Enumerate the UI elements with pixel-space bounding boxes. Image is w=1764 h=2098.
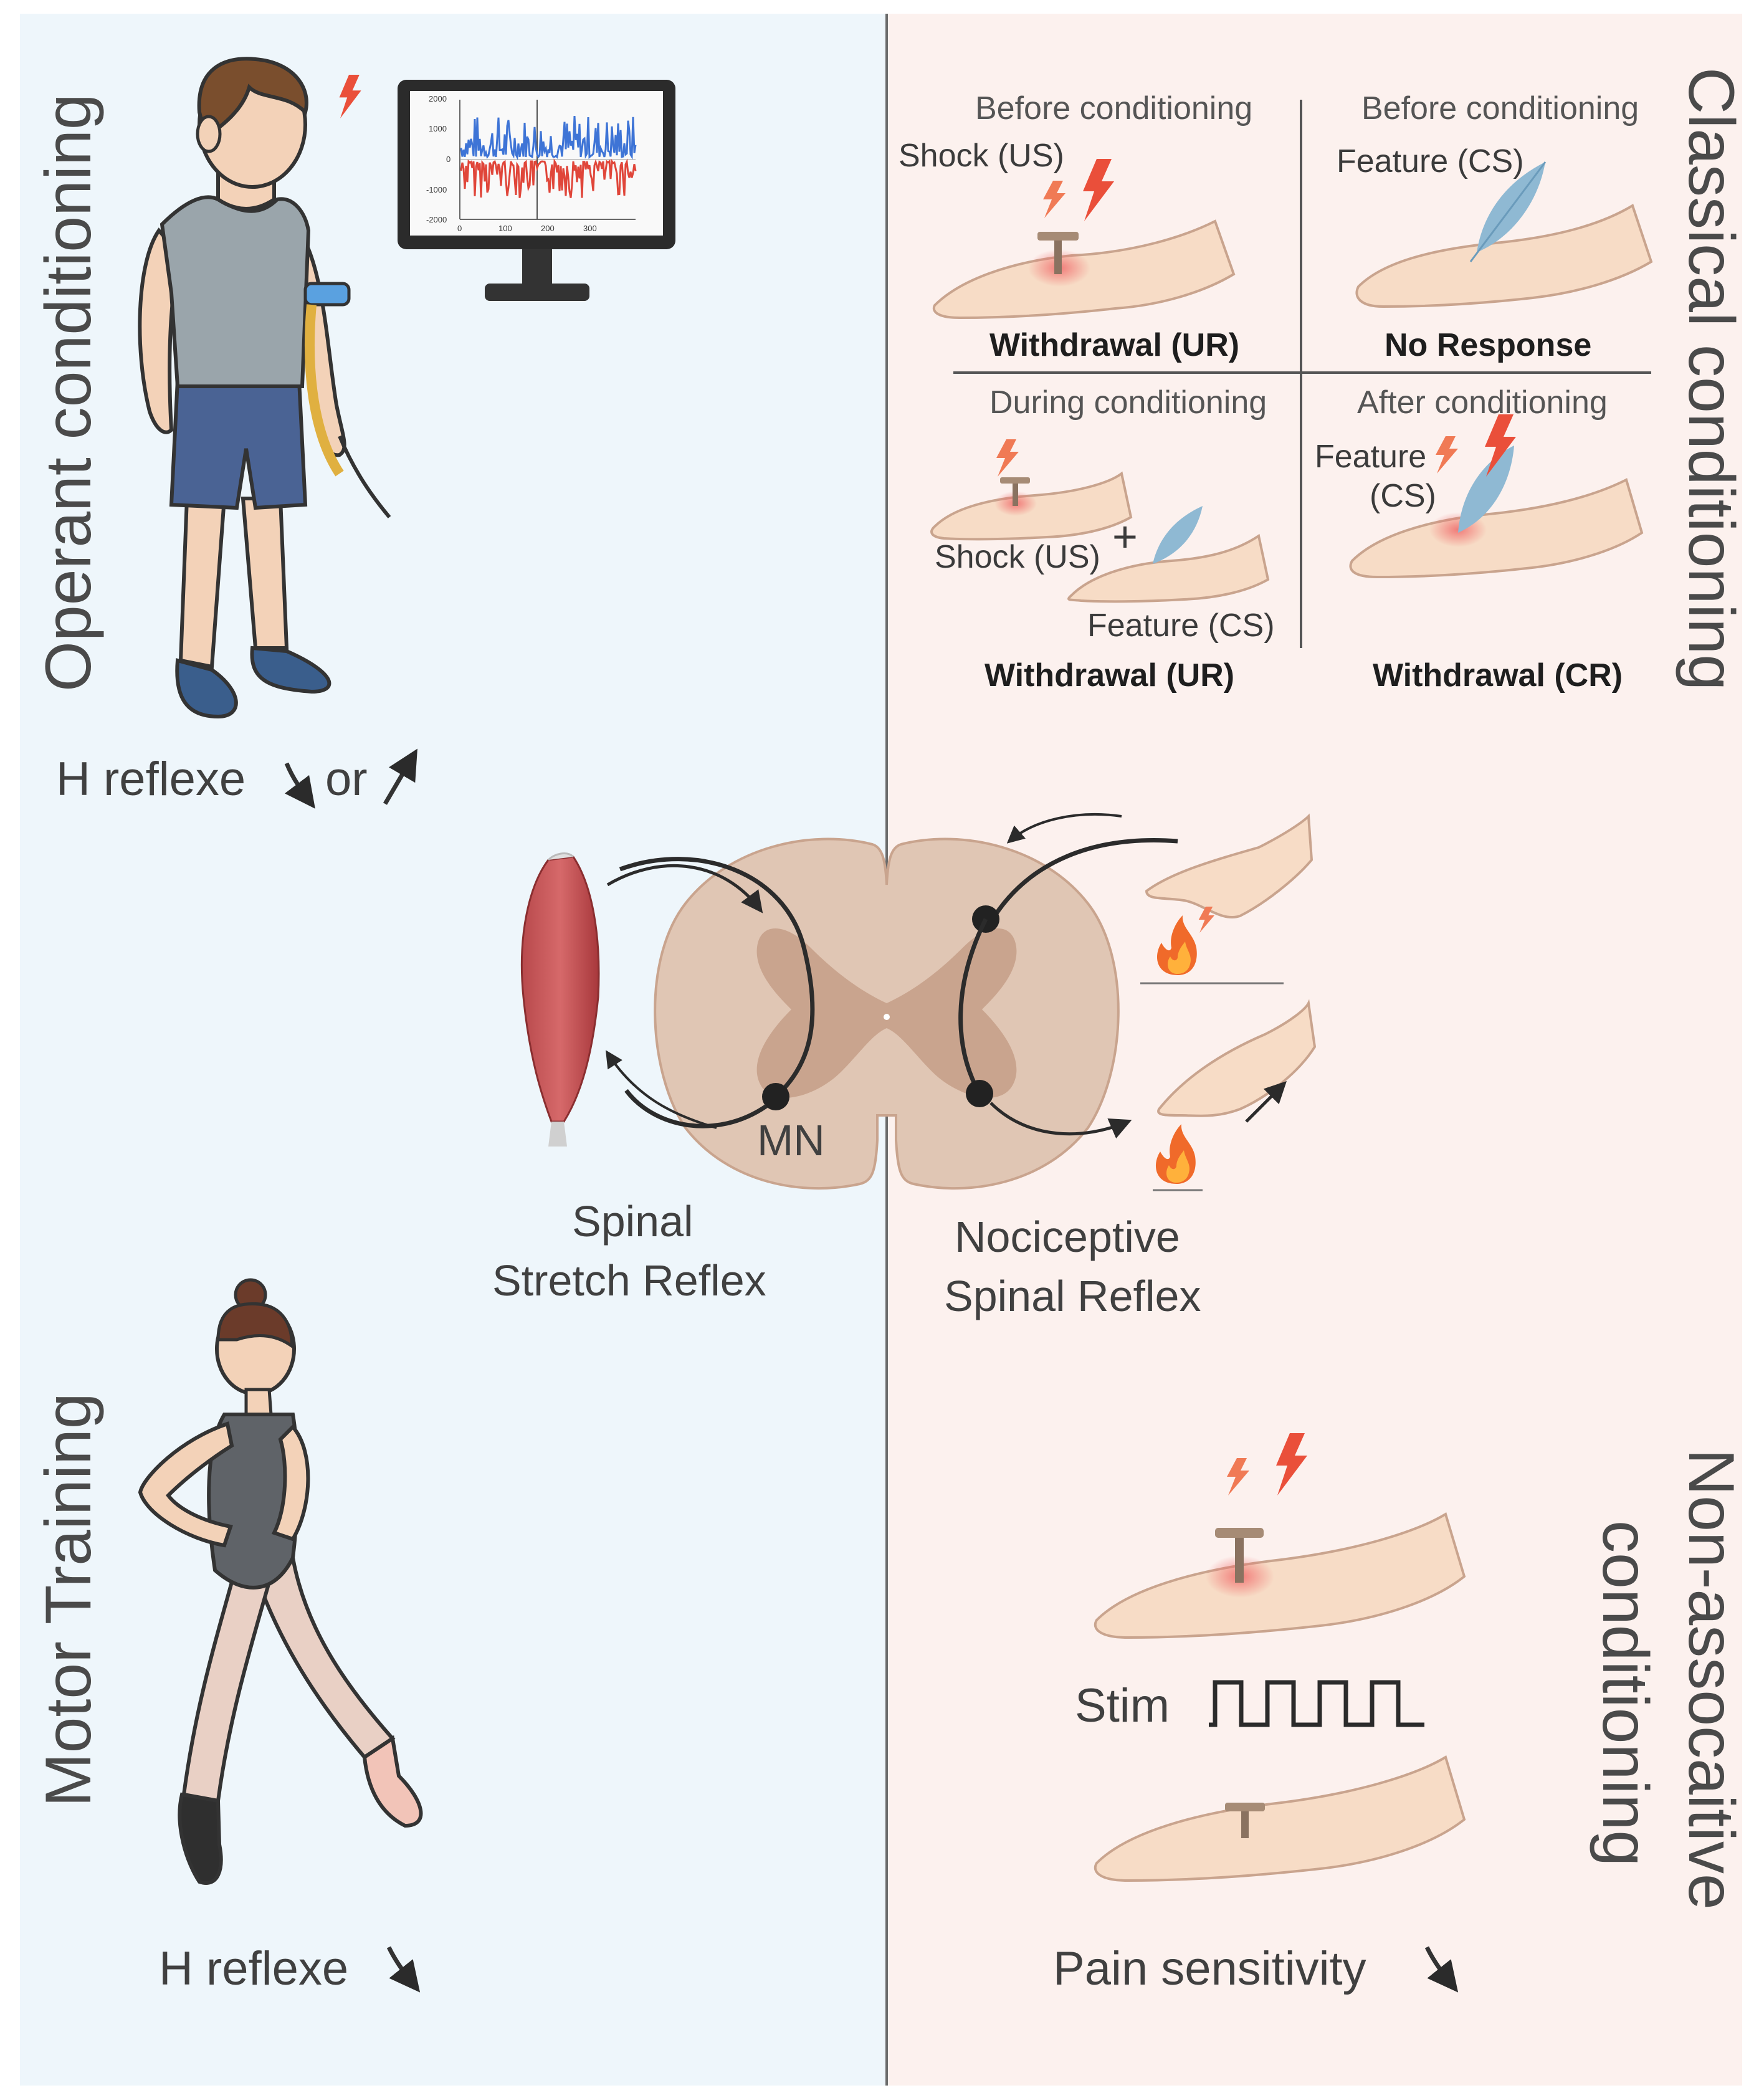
pain-sensitivity-label: Pain sensitivity [1053, 1942, 1366, 1995]
q4-phase-label: After conditioning [1357, 384, 1608, 421]
q2-hand-feather-icon [1355, 161, 1653, 308]
stim-hand-nail-icon [1094, 1433, 1466, 1639]
monitor-y-tick: -1000 [426, 185, 447, 194]
emg-trace-blue [460, 116, 637, 161]
nociceptive-reflex-pathway [958, 813, 1178, 1139]
q3-plus-sign: + [1112, 512, 1138, 561]
stim-waveform [1209, 1680, 1424, 1727]
q3-stimulus2-label: Feature (CS) [1087, 608, 1275, 644]
hand-withdrawn-icon [1153, 999, 1317, 1191]
monitor-y-tick: -2000 [426, 215, 447, 224]
operant-result-connector: or [325, 753, 368, 806]
q3-response-label: Withdrawal (UR) [985, 657, 1235, 694]
down-arrow-icon [1424, 1946, 1459, 1993]
q4-stimulus-label-2: (CS) [1370, 478, 1436, 514]
stretch-reflex-pathway [605, 857, 815, 1129]
q2-stimulus-label: Feature (CS) [1337, 143, 1524, 179]
section-label-non-assoc-2: conditioning [1589, 1520, 1661, 1867]
monitor-y-tick: 0 [446, 155, 451, 164]
motor-result-label: H reflexe [159, 1942, 349, 1995]
nociceptive-reflex-label-1: Nociceptive [955, 1213, 1180, 1261]
q3-hands-icon [930, 439, 1270, 603]
monitor-y-tick: 1000 [429, 124, 447, 133]
q2-phase-label: Before conditioning [1361, 90, 1639, 126]
hand-over-fire-icon [1140, 813, 1313, 985]
monitor-x-tick: 200 [541, 224, 555, 233]
q3-phase-label: During conditioning [989, 384, 1267, 421]
stim-label: Stim [1075, 1679, 1170, 1732]
section-label-non-assoc-1: Non-assocaitive [1675, 1449, 1747, 1910]
monitor-x-tick: 300 [583, 224, 597, 233]
spinal-cord [654, 837, 1120, 1190]
up-arrow-icon [383, 748, 417, 805]
stretch-reflex-label-1: Spinal [572, 1197, 694, 1246]
pain-hand-nail-icon [1094, 1755, 1466, 1882]
section-label-operant: Operant conditioning [32, 93, 105, 692]
q1-response-label: Withdrawal (UR) [989, 327, 1240, 363]
q4-hand-feather-bolt-icon [1349, 414, 1644, 579]
ballerina-figure [138, 1278, 423, 1885]
motor-neuron-label: MN [757, 1116, 825, 1165]
boy-figure [138, 57, 391, 719]
q2-response-label: No Response [1385, 327, 1592, 363]
muscle-icon [520, 852, 600, 1147]
emg-trace-red [460, 158, 637, 198]
q1-stimulus-label: Shock (US) [899, 138, 1064, 174]
monitor-x-tick: 0 [457, 224, 462, 233]
nociceptive-reflex-label-2: Spinal Reflex [944, 1272, 1201, 1320]
down-arrow-icon [284, 762, 315, 809]
monitor [398, 80, 675, 301]
monitor-x-tick: 100 [498, 224, 512, 233]
section-label-motor: Motor Training [32, 1393, 105, 1807]
operant-result-label: H reflexe [56, 753, 246, 806]
monitor-y-tick: 2000 [429, 94, 447, 103]
q1-hand-nail-icon [932, 159, 1236, 320]
down-arrow-icon [386, 1946, 421, 1993]
section-label-classical: Classical conditioning [1675, 67, 1747, 691]
stretch-reflex-label-2: Stretch Reflex [492, 1256, 766, 1305]
q4-response-label: Withdrawal (CR) [1373, 657, 1623, 694]
q3-bolt-icon [339, 74, 361, 118]
q3-stimulus1-label: Shock (US) [935, 539, 1100, 575]
q1-phase-label: Before conditioning [975, 90, 1253, 126]
q4-stimulus-label-1: Feature [1315, 439, 1427, 475]
